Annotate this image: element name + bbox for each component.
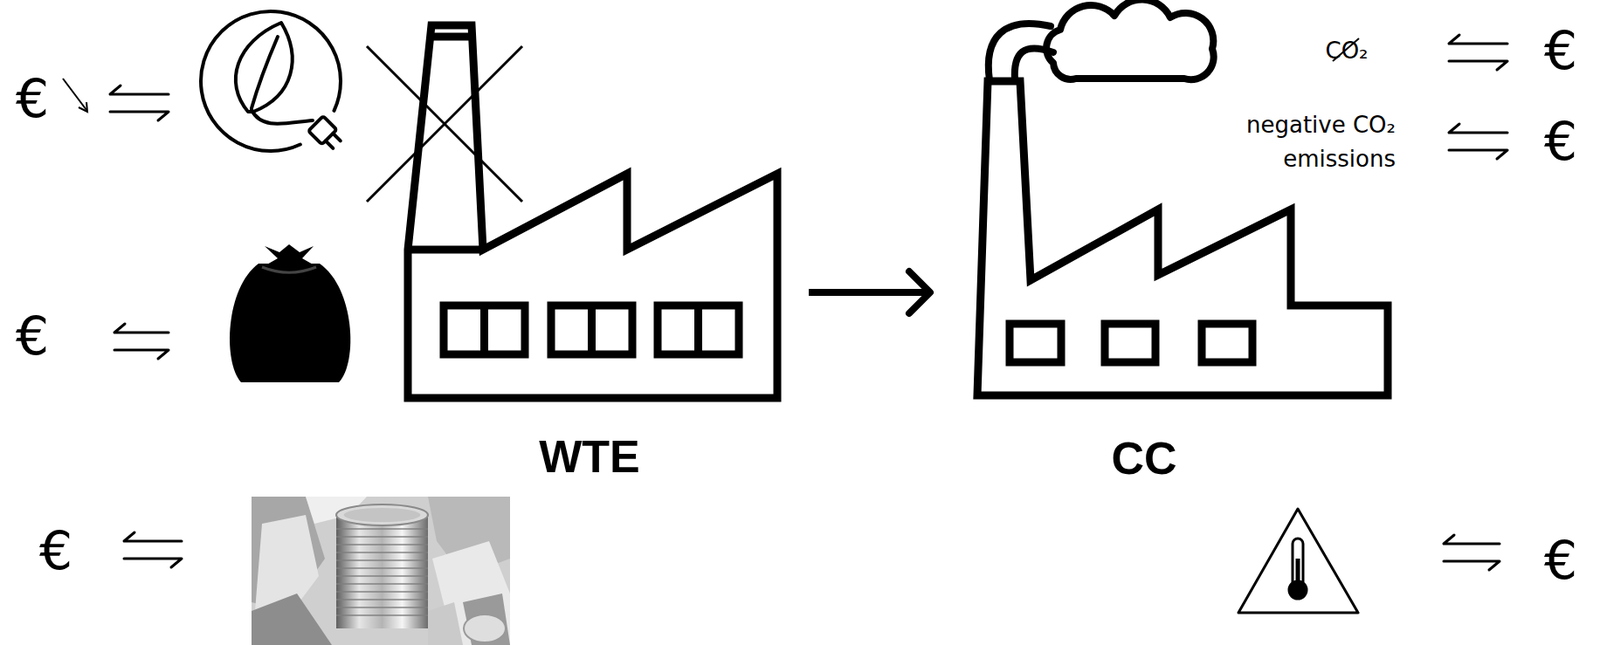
waste-to-energy-plant: WTE — [362, 21, 809, 485]
garbage-bag-icon — [229, 244, 351, 383]
green-energy-icon — [200, 11, 345, 152]
plant-label: CC — [1110, 434, 1177, 484]
currency-symbol: € — [1544, 115, 1578, 168]
currency-symbol: € — [39, 524, 73, 578]
factory-icon — [930, 0, 1398, 485]
annotation-text: negative CO₂ emissions — [1212, 108, 1396, 177]
decrease-arrow — [62, 78, 88, 112]
flow-arrow — [808, 289, 931, 297]
exchange-arrows — [110, 34, 1508, 571]
currency-symbol: € — [1544, 534, 1578, 587]
plant-label: WTE — [538, 432, 641, 483]
temperature-warning-icon — [1238, 509, 1359, 614]
currency-symbol: € — [1544, 24, 1578, 77]
currency-symbol: € — [15, 72, 49, 125]
cross-out — [366, 46, 523, 202]
scrap-metal-photo — [251, 496, 511, 645]
factory-icon — [362, 21, 809, 485]
carbon-capture-plant: CC — [930, 0, 1398, 485]
smoke-cloud — [988, 0, 1214, 81]
factory-outline — [407, 25, 778, 399]
currency-symbol: € — [15, 310, 49, 363]
crossed-co2-label: CO₂ — [1324, 39, 1368, 63]
